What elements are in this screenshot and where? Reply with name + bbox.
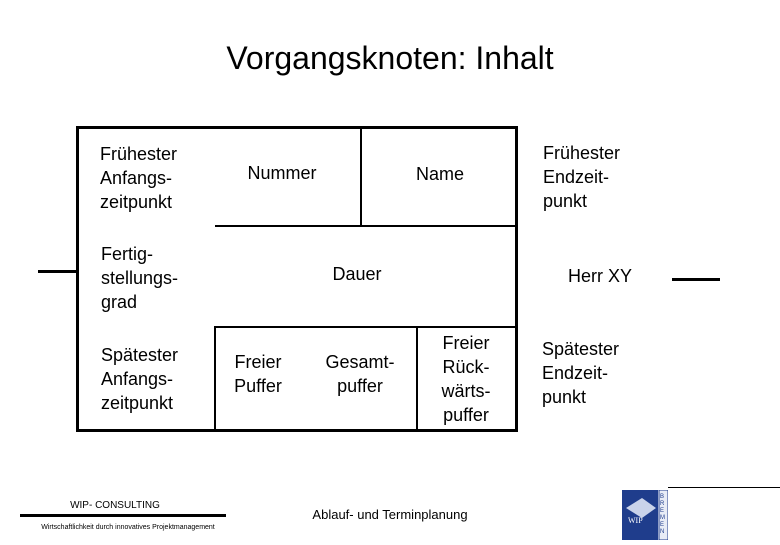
- free-float-label: Freier Puffer: [234, 352, 282, 396]
- incoming-connector: [38, 270, 78, 273]
- completion-degree-label: Fertig- stellungs- grad: [101, 244, 179, 312]
- footer-rule-right: [668, 487, 780, 488]
- total-float-label: Gesamt- puffer: [325, 352, 395, 396]
- activity-node-box: [76, 126, 518, 432]
- logo-side-text: BREMEN: [660, 494, 665, 535]
- company-name: WIP- CONSULTING: [70, 500, 160, 511]
- latest-finish-label: Spätester Endzeit- punkt: [542, 339, 620, 407]
- footer-underline: [20, 514, 226, 517]
- number-label: Nummer: [247, 163, 317, 183]
- footer-tagline: Wirtschaftlichkeit durch innovatives Pro…: [41, 524, 215, 531]
- responsible-label: Herr XY: [567, 266, 632, 286]
- earliest-finish-label: Frühester Endzeit- punkt: [543, 143, 621, 211]
- logo-text: WIP: [628, 516, 643, 525]
- latest-start-label: Spätester Anfangs- zeitpunkt: [101, 345, 179, 413]
- node-header-divider: [360, 126, 362, 226]
- wip-logo-graphic: [622, 489, 669, 541]
- node-float-divider: [416, 326, 418, 432]
- earliest-start-label: Frühester Anfangs- zeitpunkt: [100, 144, 178, 212]
- wip-logo: WIP BREMEN: [622, 489, 669, 541]
- node-left-column-divider: [214, 326, 216, 432]
- footer-topic: Ablauf- und Terminplanung: [312, 507, 468, 522]
- free-backward-float-label: Freier Rück- wärts- puffer: [441, 333, 491, 425]
- duration-label: Dauer: [332, 264, 382, 284]
- node-row-divider-top: [215, 225, 518, 227]
- name-label: Name: [415, 164, 464, 184]
- slide-title: Vorgangsknoten: Inhalt: [226, 40, 554, 76]
- outgoing-connector: [672, 278, 720, 281]
- node-row-divider-bottom: [215, 326, 518, 328]
